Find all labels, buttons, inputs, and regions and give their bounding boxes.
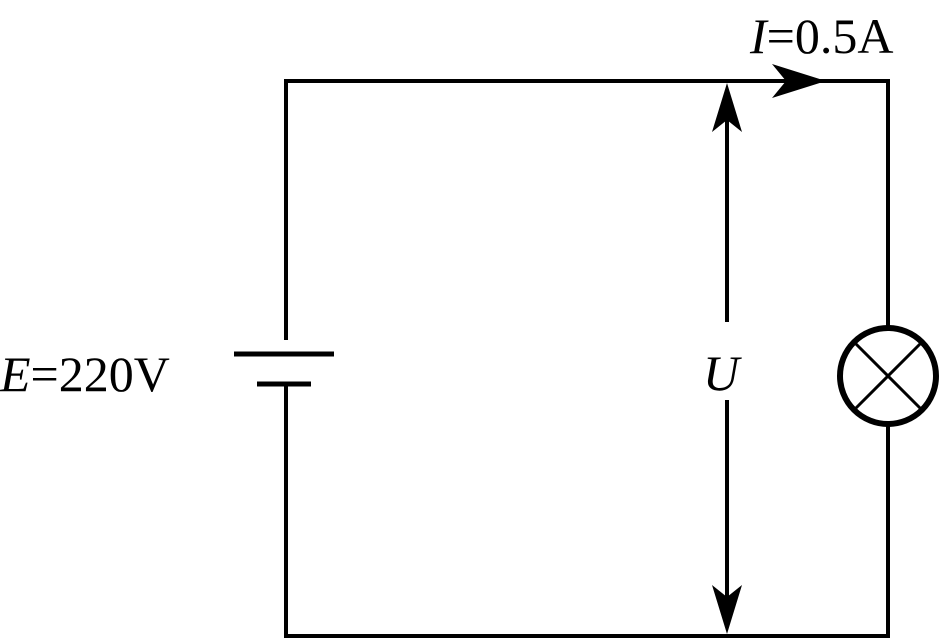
voltage-arrow-up-icon — [712, 83, 742, 132]
lamp-icon — [837, 325, 939, 427]
current-symbol: I — [749, 8, 769, 64]
current-arrow-icon — [772, 64, 826, 98]
current-label: I=0.5A — [749, 8, 893, 64]
emf-label: E=220V — [0, 346, 170, 402]
voltage-label: U — [703, 345, 742, 401]
emf-value: =220V — [31, 346, 170, 402]
wire-left-bottom — [284, 384, 890, 638]
lamp-cross-b — [852, 340, 924, 412]
wire-left-top — [284, 79, 890, 340]
emf-symbol: E — [0, 346, 31, 402]
voltage-arrow-down-icon — [712, 585, 742, 634]
current-value: =0.5A — [767, 8, 894, 64]
battery-icon — [234, 351, 334, 387]
lamp-circle — [837, 325, 939, 427]
